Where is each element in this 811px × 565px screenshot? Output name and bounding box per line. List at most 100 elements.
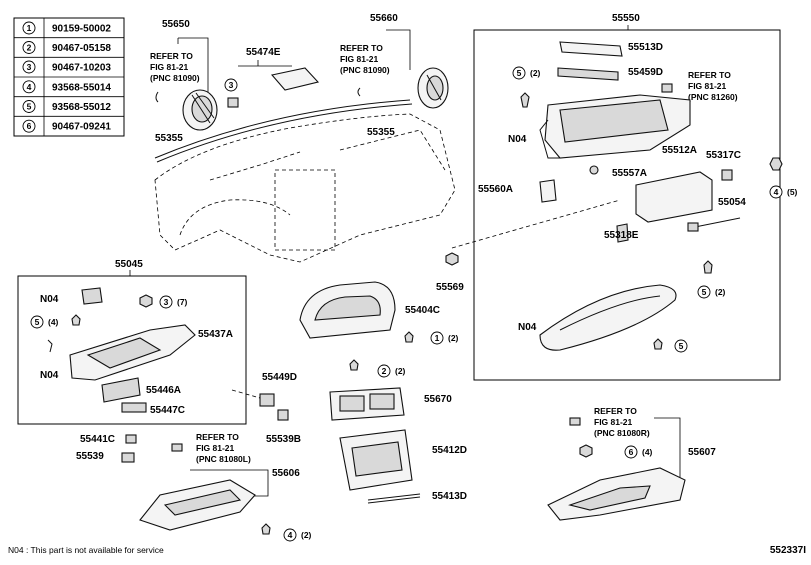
svg-text:(PNC 81080L): (PNC 81080L) <box>196 454 251 464</box>
screw <box>703 260 713 274</box>
svg-text:(2): (2) <box>530 68 541 78</box>
wire-clip <box>155 91 159 103</box>
glove-box-door-stopper <box>559 41 623 57</box>
legend-part-number: 93568-55014 <box>52 82 111 93</box>
svg-text:FIG 81-21: FIG 81-21 <box>196 443 235 453</box>
glove-box-housing <box>539 94 691 159</box>
callout-circle <box>30 315 44 329</box>
right-side-register <box>417 67 449 109</box>
legend-number: 6 <box>27 121 32 131</box>
svg-text:REFER TO: REFER TO <box>196 432 239 442</box>
svg-text:REFER TO: REFER TO <box>150 51 193 61</box>
glove-box-door <box>539 284 677 351</box>
svg-text:REFER TO: REFER TO <box>594 406 637 416</box>
part-label-55513d: 55513D <box>628 42 663 53</box>
svg-text:5: 5 <box>702 287 707 297</box>
trim-strip <box>367 493 421 501</box>
callout-circle <box>283 528 297 542</box>
instrument-panel-outline <box>154 113 456 263</box>
part-label-55449d: 55449D <box>262 372 297 383</box>
part-label-55412d: 55412D <box>432 445 467 456</box>
center-cover-panel <box>270 67 320 91</box>
part-label-55512a: 55512A <box>662 145 697 156</box>
diagram-id: 552337I <box>770 545 806 556</box>
part-label-55670: 55670 <box>424 394 452 405</box>
nut <box>579 444 593 458</box>
glove-box-panel-strip <box>557 67 619 81</box>
part-label-55607: 55607 <box>688 447 716 458</box>
legend-number: 5 <box>27 102 32 112</box>
part-label-55318e: 55318E <box>604 230 639 241</box>
center-cluster-panel <box>339 429 413 491</box>
svg-text:(2): (2) <box>301 530 312 540</box>
lower-panel-group-box <box>17 275 247 425</box>
legend-number: 4 <box>27 82 32 92</box>
part-label-55045: 55045 <box>115 259 143 270</box>
footnote-text: N04 : This part is not available for ser… <box>8 545 164 555</box>
part-label-n04: N04 <box>40 370 59 381</box>
part-label-55557a: 55557A <box>612 168 647 179</box>
clip-part <box>227 97 239 108</box>
part-label-55437a: 55437A <box>198 329 233 340</box>
callout-circle <box>674 339 688 353</box>
svg-text:3: 3 <box>164 297 169 307</box>
part-label-n04: N04 <box>518 322 537 333</box>
switch-hole-cover <box>121 402 147 413</box>
legend-part-number: 93568-55012 <box>52 102 111 113</box>
refer-note: REFER TO FIG 81-21 (PNC 81090) <box>340 43 390 75</box>
clip-part <box>139 294 153 308</box>
svg-text:FIG 81-21: FIG 81-21 <box>594 417 633 427</box>
svg-text:2: 2 <box>382 366 387 376</box>
part-label-55054: 55054 <box>718 197 746 208</box>
svg-text:(2): (2) <box>448 333 459 343</box>
callout-circle <box>512 66 526 80</box>
callout-circle <box>430 331 444 345</box>
center-register <box>329 387 405 421</box>
svg-text:(4): (4) <box>48 317 59 327</box>
lower-panel-cover <box>139 479 256 531</box>
svg-text:5: 5 <box>679 341 684 351</box>
svg-text:5: 5 <box>35 317 40 327</box>
refer-note: REFER TO FIG 81-21 (PNC 81090) <box>150 51 200 83</box>
dash-molding-strip <box>154 99 411 159</box>
callout-circle <box>697 285 711 299</box>
screw <box>520 92 530 108</box>
part-label-55404c: 55404C <box>405 305 440 316</box>
legend-row: 1 90159-50002 <box>22 21 111 35</box>
legend-row: 3 90467-10203 <box>22 60 111 74</box>
part-label-55474e: 55474E <box>246 47 281 58</box>
callout-circle <box>624 445 638 459</box>
legend-number: 2 <box>27 43 32 53</box>
refer-note: REFER TO FIG 81-21 (PNC 81080R) <box>594 406 650 438</box>
legend-number: 3 <box>27 62 32 72</box>
svg-text:(PNC 81080R): (PNC 81080R) <box>594 428 650 438</box>
refer-note: REFER TO FIG 81-21 (PNC 81260) <box>688 70 738 102</box>
part-label-55355-left: 55355 <box>155 133 183 144</box>
svg-text:(4): (4) <box>642 447 653 457</box>
svg-text:(5): (5) <box>787 187 798 197</box>
svg-text:4: 4 <box>774 187 779 197</box>
lower-instrument-panel <box>47 324 196 381</box>
callout-circle <box>224 78 238 92</box>
screw <box>653 338 663 350</box>
svg-text:(PNC 81260): (PNC 81260) <box>688 92 738 102</box>
clip-part <box>445 252 459 266</box>
svg-text:(PNC 81090): (PNC 81090) <box>340 65 390 75</box>
lock-striker <box>539 179 557 203</box>
svg-text:5: 5 <box>517 68 522 78</box>
wire-clip <box>357 87 361 97</box>
switch-base <box>101 377 141 403</box>
screw <box>71 314 81 326</box>
callout-number: 3 <box>229 80 234 90</box>
legend-row: 5 93568-55012 <box>22 100 111 113</box>
part-label-55539b: 55539B <box>266 434 301 445</box>
part-label-55650: 55650 <box>162 19 190 30</box>
part-label-55550: 55550 <box>612 13 640 24</box>
legend-row: 2 90467-05158 <box>22 41 111 54</box>
part-label-55560a: 55560A <box>478 184 513 195</box>
part-label-55660: 55660 <box>370 13 398 24</box>
part-label-55569: 55569 <box>436 282 464 293</box>
legend-number: 1 <box>27 23 32 33</box>
